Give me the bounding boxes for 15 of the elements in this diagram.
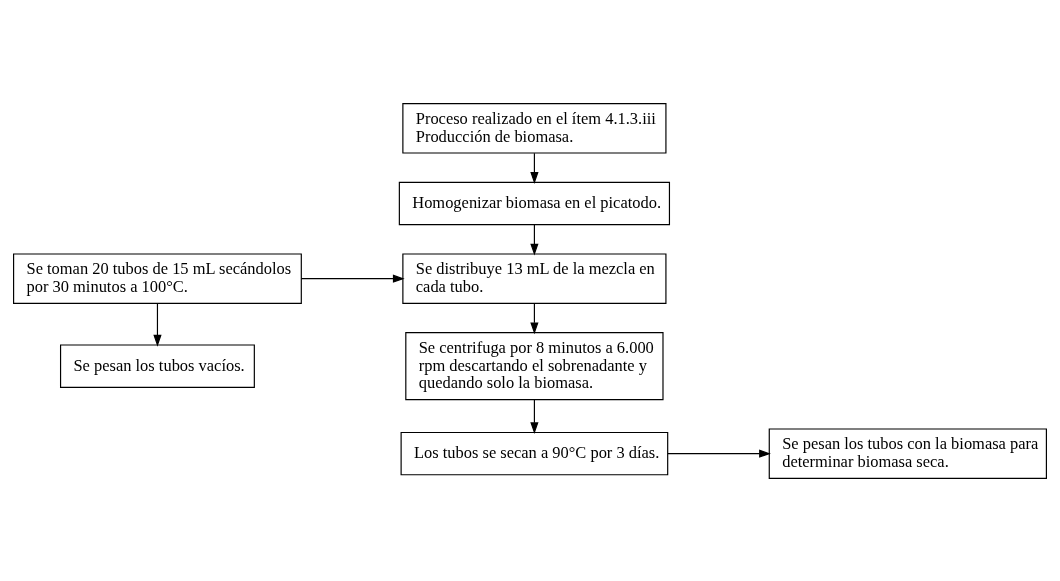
arrow [153,302,162,347]
node-box: Se pesan los tubos vacíos. [60,343,255,388]
arrow [530,152,539,184]
node-box: Se toman 20 tubos de 15 mL secándolos por 30 minutos a 100°C. [13,252,302,304]
node-box: Se centrifuga por 8 minutos a 6.000 rpm descartando el sobrenadante y quedando solo la biomasa. [405,331,664,400]
node-box: Homogenizar biomasa en el picatodo. [398,181,671,225]
arrow [667,449,771,458]
node-box: Proceso realizado en el ítem 4.1.3.iii Producción de biomasa. [402,102,667,154]
node-box: Se distribuye 13 mL de la mezcla en cada tubo. [402,252,667,304]
node-box: Se pesan los tubos con la biomasa para determinar biomasa seca. [768,427,1047,479]
node-box: Los tubos se secan a 90°C por 3 días. [400,431,669,475]
arrow [530,302,539,334]
arrow [530,398,539,434]
arrow [530,223,539,255]
arrow [300,274,405,283]
